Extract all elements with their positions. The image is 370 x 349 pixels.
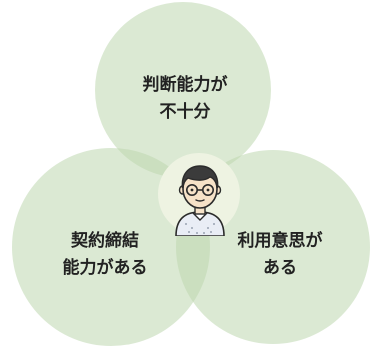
label-right-line-1: 利用意思が bbox=[237, 231, 323, 251]
label-top-line-1: 判断能力が bbox=[142, 75, 228, 95]
label-top-line-2: 不十分 bbox=[159, 102, 211, 122]
label-right-line-2: ある bbox=[263, 258, 297, 278]
label-left-line-1: 契約締結 bbox=[71, 231, 139, 251]
label-left: 契約締結 能力がある bbox=[50, 228, 160, 282]
label-left-line-2: 能力がある bbox=[62, 258, 148, 278]
label-top: 判断能力が 不十分 bbox=[133, 72, 237, 126]
hair-shape bbox=[181, 165, 219, 189]
person-with-glasses-icon bbox=[175, 165, 225, 236]
label-right: 利用意思が ある bbox=[225, 228, 335, 282]
